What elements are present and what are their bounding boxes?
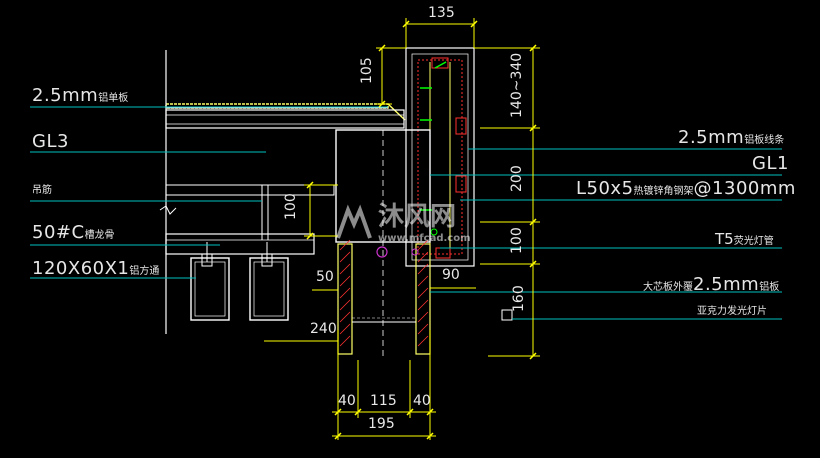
dimension-ticks — [306, 20, 537, 440]
label-aluminum-tube: 120X60X1铝方通 — [32, 260, 159, 278]
dim-right-160: 160 — [511, 285, 527, 312]
dim-bottom-115: 115 — [370, 393, 397, 409]
watermark-url: www.mfcad.com — [378, 233, 471, 244]
label-aluminum-strip-sub: 铝板线条 — [744, 135, 785, 146]
dim-bottom-40-right: 40 — [413, 393, 431, 409]
dim-bottom-40-left: 40 — [338, 393, 356, 409]
label-gl3: GL3 — [32, 131, 69, 152]
watermark-logo-icon — [336, 204, 372, 239]
dim-left-50: 50 — [316, 269, 334, 285]
label-c-keel-sub: 槽龙骨 — [84, 230, 115, 241]
label-aluminum-tube-sub: 铝方通 — [129, 266, 160, 277]
aluminum-square-tubes — [190, 242, 289, 321]
label-aluminum-panel-main: 2.5mm — [32, 85, 99, 106]
label-hanger: 吊筋 — [32, 185, 52, 196]
label-angle-steel-sub: 热镀锌角钢架 — [633, 186, 694, 197]
dim-left-105: 105 — [359, 57, 375, 84]
label-aluminum-strip-main: 2.5mm — [678, 127, 745, 148]
label-aluminum-strip: 2.5mm铝板线条 — [678, 129, 784, 147]
dim-left-100: 100 — [283, 193, 299, 220]
dim-right-90: 90 — [442, 267, 460, 283]
light-box — [335, 129, 513, 360]
label-aluminum-panel: 2.5mm铝单板 — [32, 87, 128, 105]
label-c-keel: 50#C槽龙骨 — [32, 224, 115, 242]
dim-right-100: 100 — [509, 227, 525, 254]
break-symbol — [159, 205, 177, 215]
watermark-brand: 沐风网 — [378, 202, 457, 232]
label-core-board-pre: 大芯板外覆 — [643, 282, 693, 293]
label-t5-tube: T5荧光灯管 — [715, 231, 774, 247]
dim-right-140-340: 140~340 — [509, 52, 525, 118]
label-aluminum-tube-main: 120X60X1 — [32, 258, 130, 279]
label-core-board-main: 2.5mm — [693, 274, 760, 295]
secondary-beam — [165, 184, 335, 240]
label-core-board-sub: 铝板 — [759, 282, 780, 293]
dim-left-240: 240 — [310, 321, 337, 337]
label-t5-main: T5 — [715, 230, 734, 248]
label-gl1: GL1 — [752, 153, 789, 174]
dim-bottom-195: 195 — [368, 416, 395, 432]
label-t5-sub: 荧光灯管 — [733, 236, 774, 247]
dim-right-200: 200 — [509, 165, 525, 192]
label-angle-steel: L50x5热镀锌角钢架@1300mm — [576, 180, 796, 198]
label-angle-steel-main: L50x5 — [576, 178, 634, 199]
dim-top-135: 135 — [428, 5, 455, 21]
c-channel-keel — [165, 233, 315, 255]
aluminum-ceiling-panel — [165, 103, 406, 121]
label-acrylic: 亚克力发光灯片 — [697, 306, 767, 317]
label-angle-steel-tail: @1300mm — [693, 178, 796, 199]
label-core-board: 大芯板外覆2.5mm铝板 — [643, 276, 779, 294]
gl3-beam — [165, 109, 405, 129]
leader-lines — [30, 106, 782, 320]
label-c-keel-main: 50#C — [32, 222, 85, 243]
label-aluminum-panel-sub: 铝单板 — [98, 93, 129, 104]
